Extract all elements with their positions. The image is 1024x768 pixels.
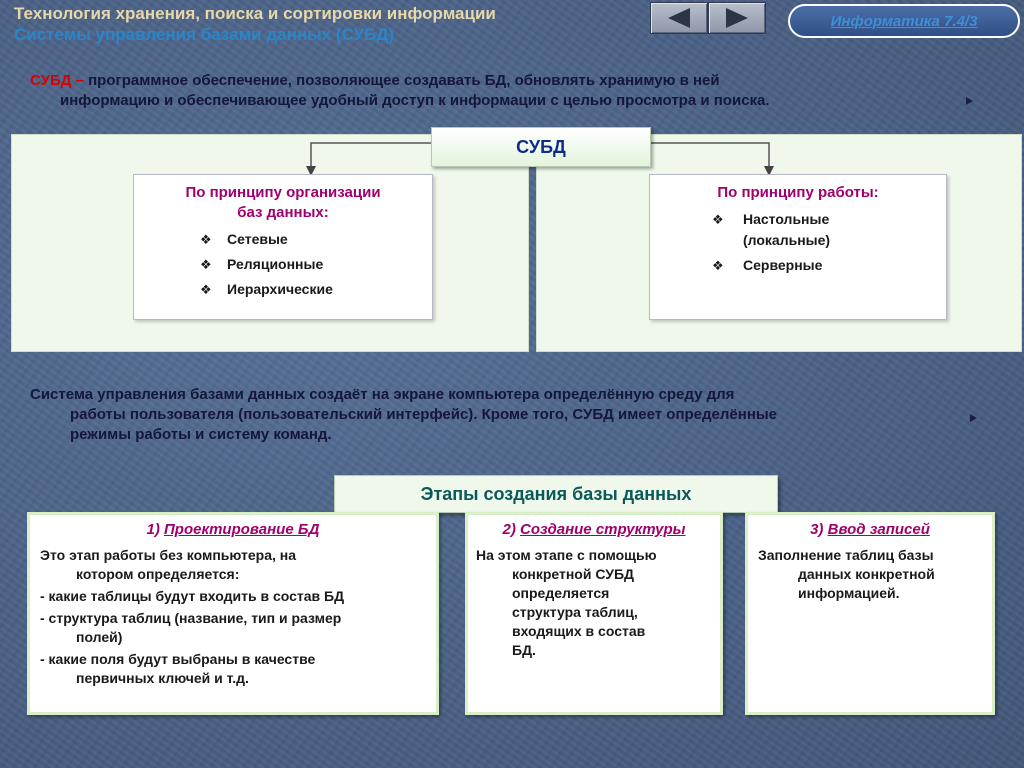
list-item: ❖Серверные: [712, 255, 946, 276]
diamond-bullet-icon: ❖: [200, 282, 212, 297]
stage-structure-title: 2) Создание структуры: [502, 521, 686, 538]
organization-principle-box: По принципу организации баз данных: ❖Сет…: [133, 174, 433, 320]
bullet-arrow-icon: [970, 414, 977, 422]
list-item: ❖Реляционные: [200, 254, 432, 275]
list-item: ❖Иерархические: [200, 279, 432, 300]
diamond-bullet-icon: ❖: [200, 232, 212, 247]
bullet-arrow-icon: [966, 97, 973, 105]
definition-term: СУБД: [30, 72, 72, 89]
slide-subtitle: Системы управления базами данных (СУБД): [14, 25, 395, 44]
work-types-list: ❖Настольные(локальные) ❖Серверные: [650, 209, 946, 276]
diagram-connectors: [306, 142, 774, 176]
stage-records-text: Заполнение таблиц базы данных конкретной…: [758, 547, 935, 601]
description-paragraph: Система управления базами данных создаёт…: [30, 386, 778, 443]
previous-slide-button[interactable]: [650, 2, 708, 34]
stage-design-text: Это этап работы без компьютера, на котор…: [40, 547, 345, 686]
course-badge[interactable]: Информатика 7.4/3: [788, 4, 1020, 38]
diamond-bullet-icon: ❖: [712, 258, 724, 273]
stages-heading: Этапы создания базы данных: [334, 475, 778, 513]
definition-line-2: информацию и обеспечивающее удобный дост…: [60, 92, 770, 109]
work-principle-box: По принципу работы: ❖Настольные(локальны…: [649, 174, 947, 320]
slide-title: Технология хранения, поиска и сортировки…: [14, 4, 496, 23]
organization-principle-title: По принципу организации баз данных:: [185, 184, 381, 221]
organization-types-list: ❖Сетевые ❖Реляционные ❖Иерархические: [134, 229, 432, 300]
stage-records-title: 3) Ввод записей: [810, 521, 930, 538]
next-slide-button[interactable]: [708, 2, 766, 34]
stage-records-box: 3) Ввод записей Заполнение таблиц базы д…: [745, 512, 995, 715]
stage-design-box: 1) Проектирование БД Это этап работы без…: [27, 512, 439, 715]
stage-structure-box: 2) Создание структуры На этом этапе с по…: [465, 512, 723, 715]
diamond-bullet-icon: ❖: [712, 212, 724, 227]
diamond-bullet-icon: ❖: [200, 257, 212, 272]
list-item: ❖Настольные(локальные): [712, 211, 831, 248]
stage-structure-text: На этом этапе с помощью конкретной СУБД …: [476, 547, 657, 658]
triangle-right-icon: [726, 8, 748, 28]
list-item: ❖Сетевые: [200, 229, 432, 250]
definition-dash: –: [71, 72, 89, 89]
subd-root-node: СУБД: [431, 127, 651, 167]
definition-line-1: программное обеспечение, позволяющее соз…: [88, 72, 720, 89]
work-principle-title: По принципу работы:: [717, 184, 879, 201]
stage-design-title: 1) Проектирование БД: [146, 521, 320, 538]
definition: СУБД – программное обеспечение, позволяю…: [30, 71, 990, 111]
triangle-left-icon: [668, 8, 690, 28]
